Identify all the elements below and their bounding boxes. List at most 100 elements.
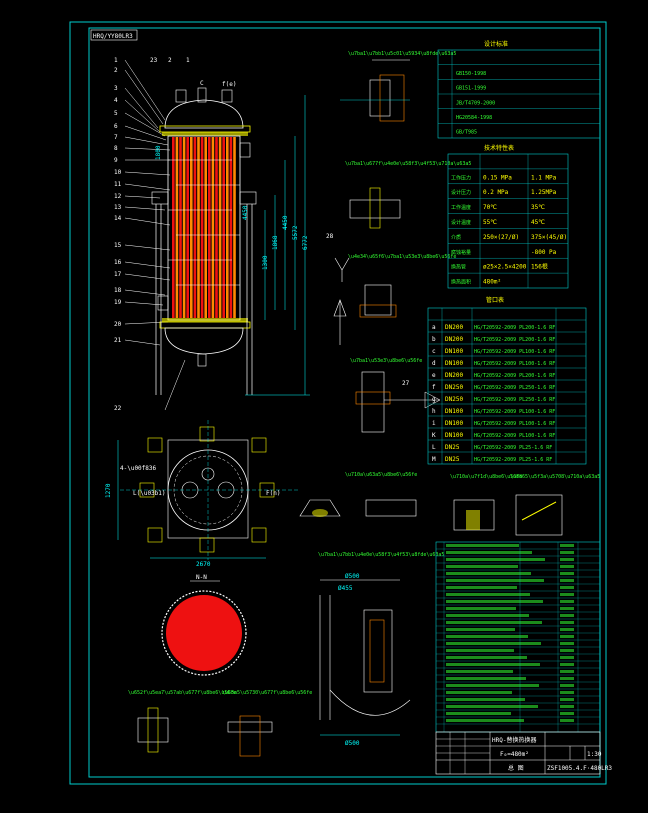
spec-tube-value: 1.1 MPa [531,174,557,181]
parts-row-qty [560,642,574,645]
parts-row-text [446,628,515,631]
part-number: 2 [168,57,172,64]
nozzle-standard: HG/T20592-2009 PL100-1.6 RF [474,421,555,427]
detail-view-flange: \u7ba1\u7bb1\u5c01\u5934\u8fde\u63a5 [340,51,456,122]
drawing-no-tag: HRQ/YY80LR3 [93,33,133,40]
top-nozzle-left [175,89,187,103]
parts-row-qty [560,551,574,554]
svg-text:\u7ba1\u53e3\u8be6\u56fe: \u7ba1\u53e3\u8be6\u56fe [350,358,422,364]
parts-row-qty [560,607,574,610]
shell-body [167,135,241,321]
nozzle-mark: d [432,360,436,367]
part-number: 6 [114,123,118,130]
parts-row-qty [560,719,574,722]
nozzle-standard: HG/T20592-2009 PL200-1.6 RF [474,337,555,343]
nozzle-size: DN100 [445,432,463,439]
bottom-head [164,327,244,355]
parts-row-text [446,698,525,701]
part-number: 19 [114,299,122,306]
top-flange [159,125,251,133]
title-main: HRQ-替换热换器 [492,736,536,744]
outer-frame [69,21,607,785]
part-number: 4 [114,97,118,104]
svg-text:\u8865\u5f3a\u5708\u710a\u63a5: \u8865\u5f3a\u5708\u710a\u63a5 [510,474,600,480]
parts-row-qty [560,691,574,694]
plan-dim-height: 1270 [105,483,112,498]
part-number: 16 [114,259,122,266]
nozzle-mark: b [432,336,436,343]
parts-row-text [446,642,541,645]
top-head [164,99,244,129]
support-legs [155,204,253,395]
parts-row-qty [560,600,574,603]
parts-row-qty [560,586,574,589]
nozzle-mark: h [432,408,436,415]
standard-row: GB/T985 [456,130,477,136]
part-number: 10 [114,169,122,176]
spec-label: 介质 [451,234,461,241]
shell-nozzle-left-low [157,295,169,311]
spec-shell-value: 0.2 MPa [483,189,509,196]
part-number: 18 [114,287,122,294]
parts-row-text [446,677,526,680]
parts-row-text [446,719,524,722]
detail-view-small-left: \u652f\u5ea7\u57ab\u677f\u8be6\u56fe [128,690,236,753]
top-nozzle-right [221,89,233,103]
parts-row-text [446,544,519,547]
dimension-label: Ø500 [345,573,360,580]
dimension-label: 1800 [155,145,162,160]
part-number: 1 [186,57,190,64]
dimension-label: 6772 [302,235,309,250]
svg-text:\u7ba1\u677f\u4e0e\u58f3\u4f53: \u7ba1\u677f\u4e0e\u58f3\u4f53\u710a\u63… [345,161,471,167]
parts-row-text [446,579,544,582]
parts-row-qty [560,614,574,617]
svg-text:f(e): f(e) [222,81,236,88]
title-block: HRQ-替换热换器 F₀=480m² 总 图 ZSF1005.4.F·480LR… [435,731,612,775]
heat-tube [172,137,175,318]
nozzle-mark: L [432,444,436,451]
nozzle-size: DN250 [445,396,463,403]
part-number: 7 [114,134,118,141]
spec-tube-value: -800 Pa [531,249,557,256]
top-nozzle-center [197,87,207,103]
nozzle-mark: a [432,324,436,331]
signature-grid [436,732,490,774]
spec-tube-value: 45℃ [531,219,545,226]
heat-tube [182,137,186,318]
detail-view-nozzle-27: 27 \u7ba1\u53e3\u8be6\u56fe [350,358,441,433]
bottom-flange [159,321,251,329]
nozzle-size: DN25 [445,456,460,463]
section-nn-title: N-N [196,574,207,581]
parts-row-qty [560,635,574,638]
part-number: 21 [114,337,122,344]
svg-text:C: C [200,80,204,87]
heat-tube [193,137,197,318]
spec-label: 腐蚀裕量 [451,249,471,256]
plan-view: 4-\u00f836 L(\u03b1) F(n) 2670 1270 [105,420,300,568]
parts-row-text [446,614,529,617]
bottom-nozzle [197,353,207,367]
svg-text:F(n): F(n) [266,490,280,497]
heat-tube [204,137,207,318]
dimension-label: 4450 [282,215,289,230]
parts-row-qty [560,565,574,568]
parts-row-text [446,649,514,652]
heat-tube [190,137,193,318]
parts-row-qty [560,544,574,547]
nozzle-mark: K [432,432,436,439]
heat-tube [226,137,229,318]
standard-row: HG20584-1998 [456,115,492,121]
spec-shell-value: 480m² [483,279,501,286]
spec-label: 工作温度 [451,204,471,211]
title-scale: 1:30 [587,751,602,758]
nozzle-size: DN100 [445,420,463,427]
detail-view-arrow [333,299,347,345]
nozzle-size: DN200 [445,324,463,331]
parts-row-qty [560,558,574,561]
parts-row-text [446,586,517,589]
dimension-lines [245,95,310,396]
spec-label: 设计温度 [451,219,471,226]
part-number: 5 [114,110,118,117]
